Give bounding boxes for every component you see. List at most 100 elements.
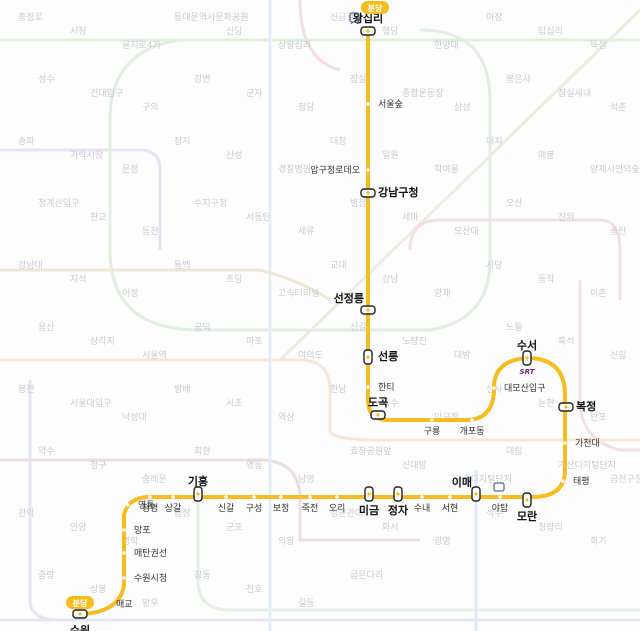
transfer-dot xyxy=(366,355,370,359)
station-label: 태평 xyxy=(573,476,590,487)
station-label: 기흥 xyxy=(188,474,208,488)
station-giheung[interactable]: 기흥 xyxy=(188,474,208,502)
station-marker[interactable] xyxy=(224,495,228,499)
station-wangsimni[interactable]: 왕십리 xyxy=(353,11,383,36)
station-apgujeongrodeo[interactable]: 압구정로데오 xyxy=(310,164,370,176)
station-cheongmyeong[interactable]: 청명 xyxy=(142,495,159,514)
station-marker[interactable] xyxy=(561,479,565,483)
station-marker[interactable] xyxy=(420,495,424,499)
background-station-label: 굽은다리 xyxy=(350,570,383,581)
station-imae[interactable]: 이매 xyxy=(452,475,481,502)
station-seonjeongneung[interactable]: 선정릉 xyxy=(334,291,376,315)
background-station-label: 낙성대 xyxy=(122,412,147,423)
station-jukjeon[interactable]: 죽전 xyxy=(302,495,319,514)
station-seolleung[interactable]: 선릉 xyxy=(363,349,398,365)
background-station-label: 삼각지 xyxy=(90,335,115,347)
station-marker[interactable] xyxy=(335,495,339,499)
station-gaepodong[interactable]: 개포동 xyxy=(460,418,485,437)
station-marker[interactable] xyxy=(126,503,130,507)
station-maegyo[interactable]: 매교 xyxy=(104,599,133,610)
background-station-label: 망우 xyxy=(142,598,159,609)
station-seohyeon[interactable]: 서현 xyxy=(442,495,459,514)
background-station-label: 병점 xyxy=(350,197,367,209)
background-station-label: 대림 xyxy=(506,445,523,457)
station-marker[interactable] xyxy=(448,495,452,499)
station-marker[interactable] xyxy=(171,495,175,499)
background-station-label: 잠실 xyxy=(350,74,367,85)
station-marker[interactable] xyxy=(148,495,152,499)
station-label: 야탑 xyxy=(492,502,509,514)
background-station-label: 석수 xyxy=(486,508,503,519)
background-station-label: 흑석 xyxy=(558,335,575,347)
station-ori[interactable]: 오리 xyxy=(329,495,346,514)
station-bokjeong[interactable]: 복정 xyxy=(558,399,596,413)
station-taepyeong[interactable]: 태평 xyxy=(561,476,590,487)
station-maetan[interactable]: 매탄권선 xyxy=(122,547,167,559)
background-station-label: 용산 xyxy=(38,322,55,333)
station-label: 강남구청 xyxy=(378,185,418,199)
station-marker[interactable] xyxy=(430,418,434,422)
station-marker[interactable] xyxy=(122,551,126,555)
station-marker[interactable] xyxy=(308,495,312,499)
background-station-label: 진위 xyxy=(558,212,575,223)
station-marker[interactable] xyxy=(492,386,496,390)
station-label: 매교 xyxy=(116,599,133,610)
station-guseong[interactable]: 구성 xyxy=(246,495,263,514)
station-marker[interactable] xyxy=(366,102,370,106)
station-migeum[interactable]: 미금 xyxy=(359,486,379,517)
station-marker[interactable] xyxy=(279,495,283,499)
station-suseo[interactable]: 수서 xyxy=(517,338,537,366)
station-hanti[interactable]: 한티 xyxy=(366,382,395,393)
station-jeongja[interactable]: 정자 xyxy=(388,486,409,517)
bus-icon xyxy=(493,482,505,492)
station-marker[interactable] xyxy=(366,385,370,389)
station-seoulsup[interactable]: 서울숲 xyxy=(366,99,403,110)
station-marker[interactable] xyxy=(122,528,126,532)
background-station-label: 뚝섬 xyxy=(590,40,607,51)
background-station-label: 금천구청 xyxy=(610,474,640,485)
background-station-label: 광명 xyxy=(434,535,451,547)
line-badge-label: 분당 xyxy=(73,598,88,608)
station-marker[interactable] xyxy=(252,495,256,499)
station-mangpo[interactable]: 망포 xyxy=(122,525,151,536)
background-station-label: 대치 xyxy=(486,135,503,147)
station-dogok[interactable]: 도곡 xyxy=(368,396,388,420)
station-marker[interactable] xyxy=(563,441,567,445)
background-station-label: 남영 xyxy=(298,474,315,485)
station-label: 상갈 xyxy=(165,503,182,514)
background-station-label: 오산 xyxy=(506,198,523,209)
station-marker[interactable] xyxy=(498,495,502,499)
background-station-label: 세마 xyxy=(402,212,419,223)
station-marker[interactable] xyxy=(470,418,474,422)
station-gangnamgucheong[interactable]: 강남구청 xyxy=(360,185,418,199)
station-gachon[interactable]: 가천대 xyxy=(563,438,600,449)
station-label: 한티 xyxy=(378,382,395,393)
station-sunae[interactable]: 수내 xyxy=(414,495,431,514)
background-station-label: 양재시민의숲 xyxy=(590,164,640,175)
station-marker[interactable] xyxy=(104,602,108,606)
station-guryong[interactable]: 구룡 xyxy=(424,418,441,437)
station-marker[interactable] xyxy=(366,168,370,172)
station-yeongtong[interactable]: 영통 xyxy=(126,500,155,511)
background-station-label: 판교 xyxy=(90,212,107,223)
station-marker[interactable] xyxy=(122,576,126,580)
station-label: 개포동 xyxy=(460,426,485,437)
transfer-dot xyxy=(564,405,568,409)
station-singal[interactable]: 신갈 xyxy=(218,495,235,514)
background-station-label: 매봉 xyxy=(538,150,555,161)
background-station-label: 신금호 xyxy=(330,12,355,23)
station-suwon[interactable]: 수원 xyxy=(70,609,90,631)
station-suwoncityhall[interactable]: 수원시청 xyxy=(122,573,167,584)
background-station-label: 가락시장 xyxy=(70,149,103,161)
station-bojeong[interactable]: 보정 xyxy=(273,495,290,514)
background-station-label: 잠실새내 xyxy=(558,88,591,99)
station-sanggal[interactable]: 상갈 xyxy=(165,495,182,514)
station-moran[interactable]: 모란 xyxy=(517,492,537,523)
station-daemosan[interactable]: 대모산입구 xyxy=(492,382,545,394)
station-yatap[interactable]: 야탑 xyxy=(492,495,509,514)
bundang-line-route[interactable] xyxy=(81,31,567,616)
